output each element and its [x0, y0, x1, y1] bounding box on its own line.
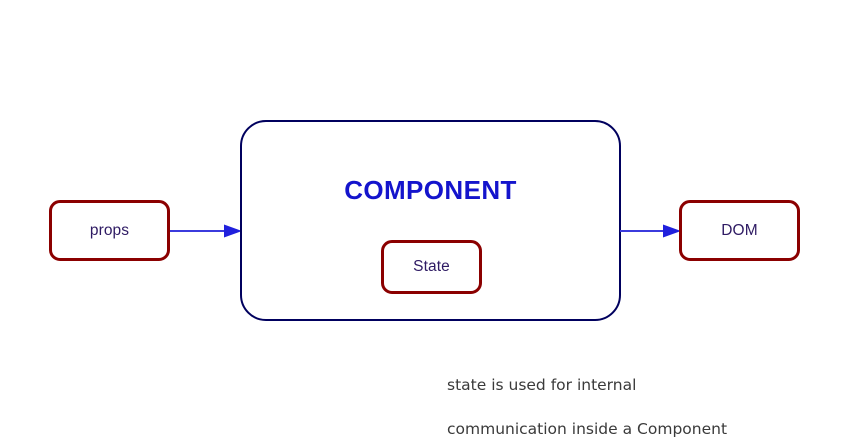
node-props[interactable]: props	[49, 200, 170, 261]
node-component[interactable]: COMPONENT State	[240, 120, 621, 321]
node-dom-label: DOM	[721, 221, 758, 239]
node-dom[interactable]: DOM	[679, 200, 800, 261]
node-props-label: props	[89, 221, 130, 239]
caption-line-1: state is used for internal	[447, 376, 637, 394]
node-component-label: COMPONENT	[344, 175, 517, 205]
arrow-component-to-dom-icon	[620, 223, 681, 239]
node-state-label: State	[413, 258, 450, 276]
caption-line-2: communication inside a Component	[447, 420, 728, 438]
node-state[interactable]: State	[381, 240, 482, 294]
arrow-props-to-component-icon	[170, 223, 242, 239]
caption: state is used for internal communication…	[447, 352, 807, 440]
